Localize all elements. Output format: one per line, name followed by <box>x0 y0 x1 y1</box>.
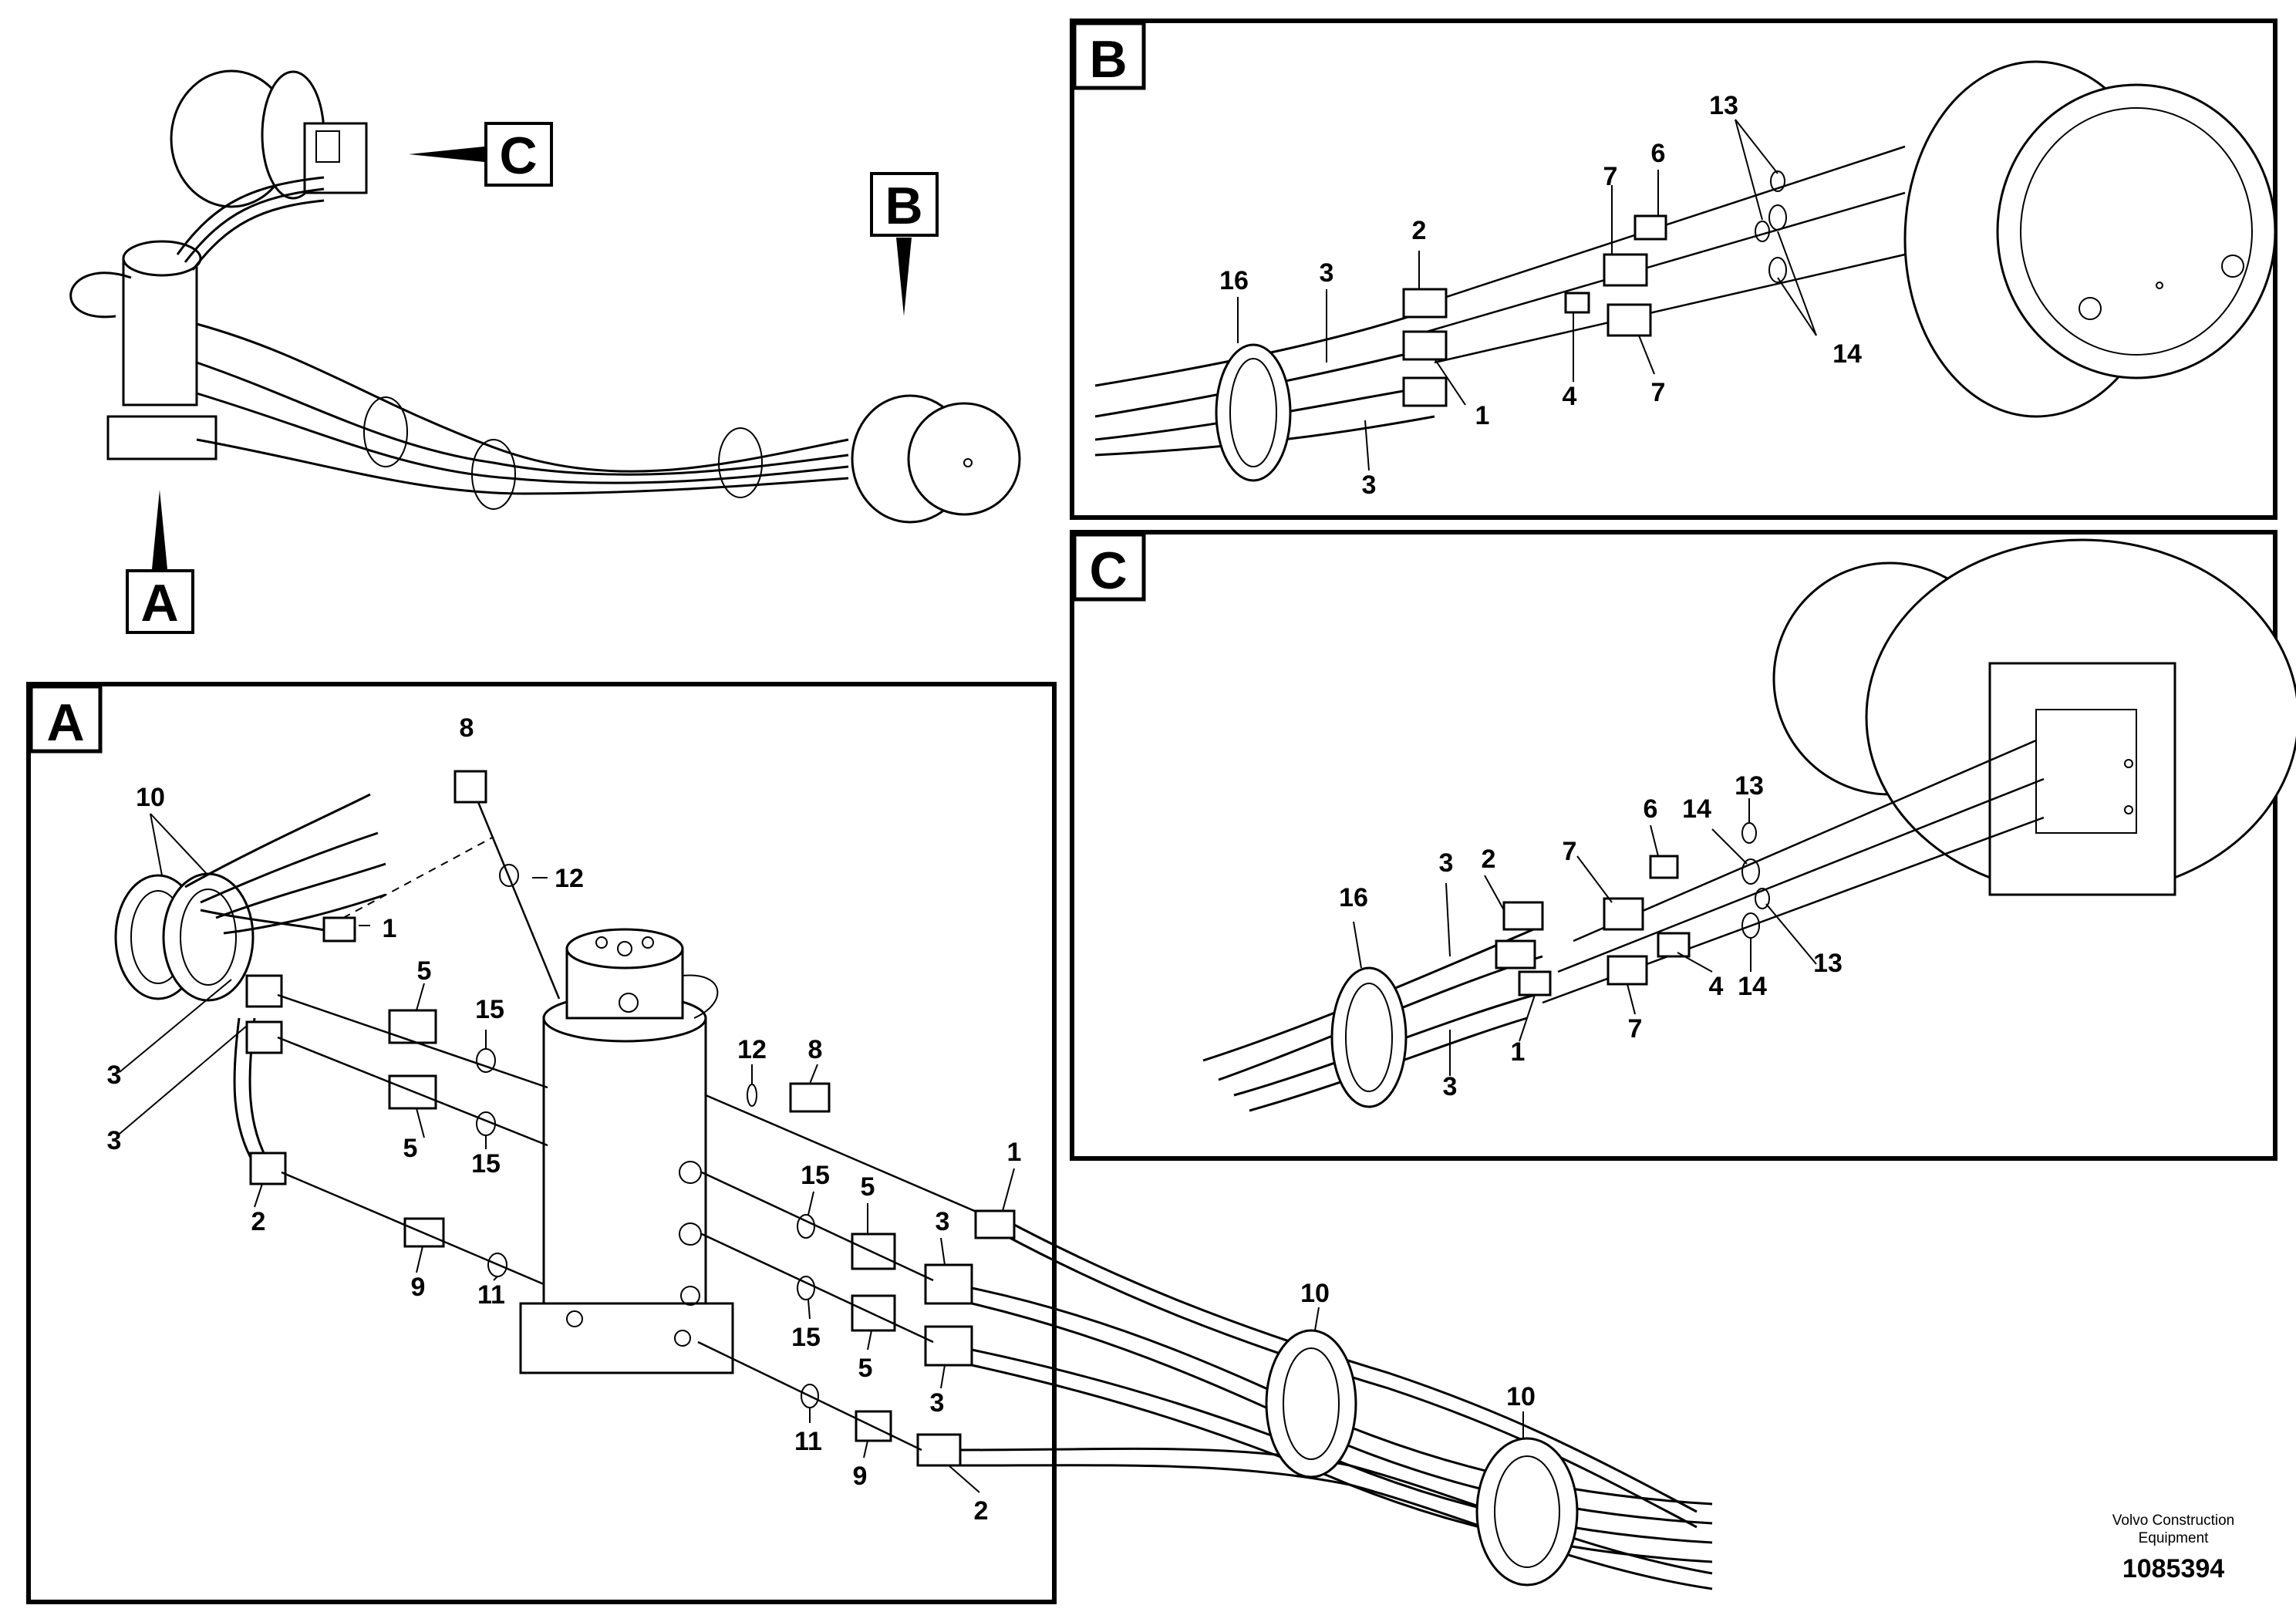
panel-a-label: 15 <box>791 1323 821 1352</box>
panel-b-label: 2 <box>1412 216 1427 245</box>
doc-number: 1085394 <box>2122 1554 2224 1583</box>
panel-a-label: 5 <box>861 1172 875 1202</box>
panel-b: B <box>1070 19 2277 520</box>
company-line-1: Volvo Construction <box>2112 1512 2234 1529</box>
company-line-2: Equipment <box>2139 1530 2210 1546</box>
panel-a-label: 1 <box>383 914 397 943</box>
panel-c-tag: C <box>1089 541 1127 600</box>
panel-c-label: 1 <box>1511 1037 1526 1067</box>
panel-b-label: 13 <box>1709 91 1738 120</box>
panel-b-label: 1 <box>1475 401 1490 430</box>
panel-a-label: 5 <box>417 956 432 986</box>
panel-b-label: 6 <box>1651 139 1666 168</box>
panel-a-label: 15 <box>801 1161 830 1190</box>
panel-a-label: 5 <box>403 1134 418 1163</box>
panel-a-label: 3 <box>936 1207 950 1236</box>
panel-a-label: 5 <box>858 1354 873 1383</box>
panel-a-label: 2 <box>251 1207 266 1236</box>
callout-b: B <box>870 172 939 316</box>
panel-a-label: 8 <box>808 1035 823 1064</box>
panel-b-label: 14 <box>1832 339 1862 369</box>
panel-a-label: 10 <box>1506 1382 1536 1411</box>
panel-b-label: 16 <box>1219 266 1249 295</box>
panel-c-label: 14 <box>1738 972 1767 1001</box>
panel-b-label: 7 <box>1651 378 1666 407</box>
panel-c-label: 13 <box>1813 949 1843 978</box>
panel-a-label: 3 <box>930 1388 945 1418</box>
panel-c-label: 13 <box>1735 771 1764 801</box>
panel-c-label: 4 <box>1709 972 1724 1001</box>
callout-a-text: A <box>140 574 178 632</box>
callout-b-text: B <box>885 177 922 235</box>
panel-a-label: 10 <box>1300 1279 1330 1308</box>
overview-illustration <box>69 69 1021 524</box>
panel-a-label: 8 <box>460 713 474 743</box>
panel-c-label: 6 <box>1644 794 1658 824</box>
panel-b-label: 3 <box>1320 258 1334 288</box>
panel-a-tag: A <box>46 693 84 752</box>
panel-a-label: 3 <box>107 1126 122 1155</box>
panel-c-label: 3 <box>1439 848 1454 878</box>
panel-a-label: 2 <box>974 1496 989 1526</box>
callout-c-text: C <box>499 126 537 185</box>
callout-a: A <box>126 490 194 634</box>
panel-a-label: 1 <box>1007 1138 1022 1167</box>
panel-a-label: 11 <box>477 1280 505 1310</box>
callout-c: C <box>409 122 553 187</box>
panel-c-label: 3 <box>1443 1072 1458 1101</box>
panel-a-label: 15 <box>471 1149 501 1179</box>
panel-a-label: 15 <box>475 995 504 1024</box>
panel-a-label: 9 <box>411 1273 426 1302</box>
panel-a-label: 10 <box>136 783 165 812</box>
panel-b-label: 7 <box>1603 162 1618 191</box>
panel-a-label: 11 <box>794 1427 822 1456</box>
panel-c-label: 7 <box>1563 837 1577 866</box>
panel-a-label: 9 <box>853 1462 868 1491</box>
panel-a-label: 12 <box>555 864 584 893</box>
panel-c-label: 14 <box>1682 794 1711 824</box>
panel-b-tag: B <box>1089 30 1127 89</box>
panel-a-label: 3 <box>107 1061 122 1090</box>
footer: Volvo Construction Equipment 1085394 <box>2112 1512 2234 1583</box>
panel-c-label: 2 <box>1482 845 1496 874</box>
panel-c-label: 7 <box>1628 1014 1643 1044</box>
panel-a-label: 12 <box>737 1035 767 1064</box>
panel-c-label: 16 <box>1339 883 1368 912</box>
panel-b-label: 4 <box>1563 382 1577 411</box>
panel-c: C <box>1070 530 2296 1161</box>
panel-a: A <box>26 682 1713 1604</box>
panel-b-label: 3 <box>1362 470 1377 500</box>
